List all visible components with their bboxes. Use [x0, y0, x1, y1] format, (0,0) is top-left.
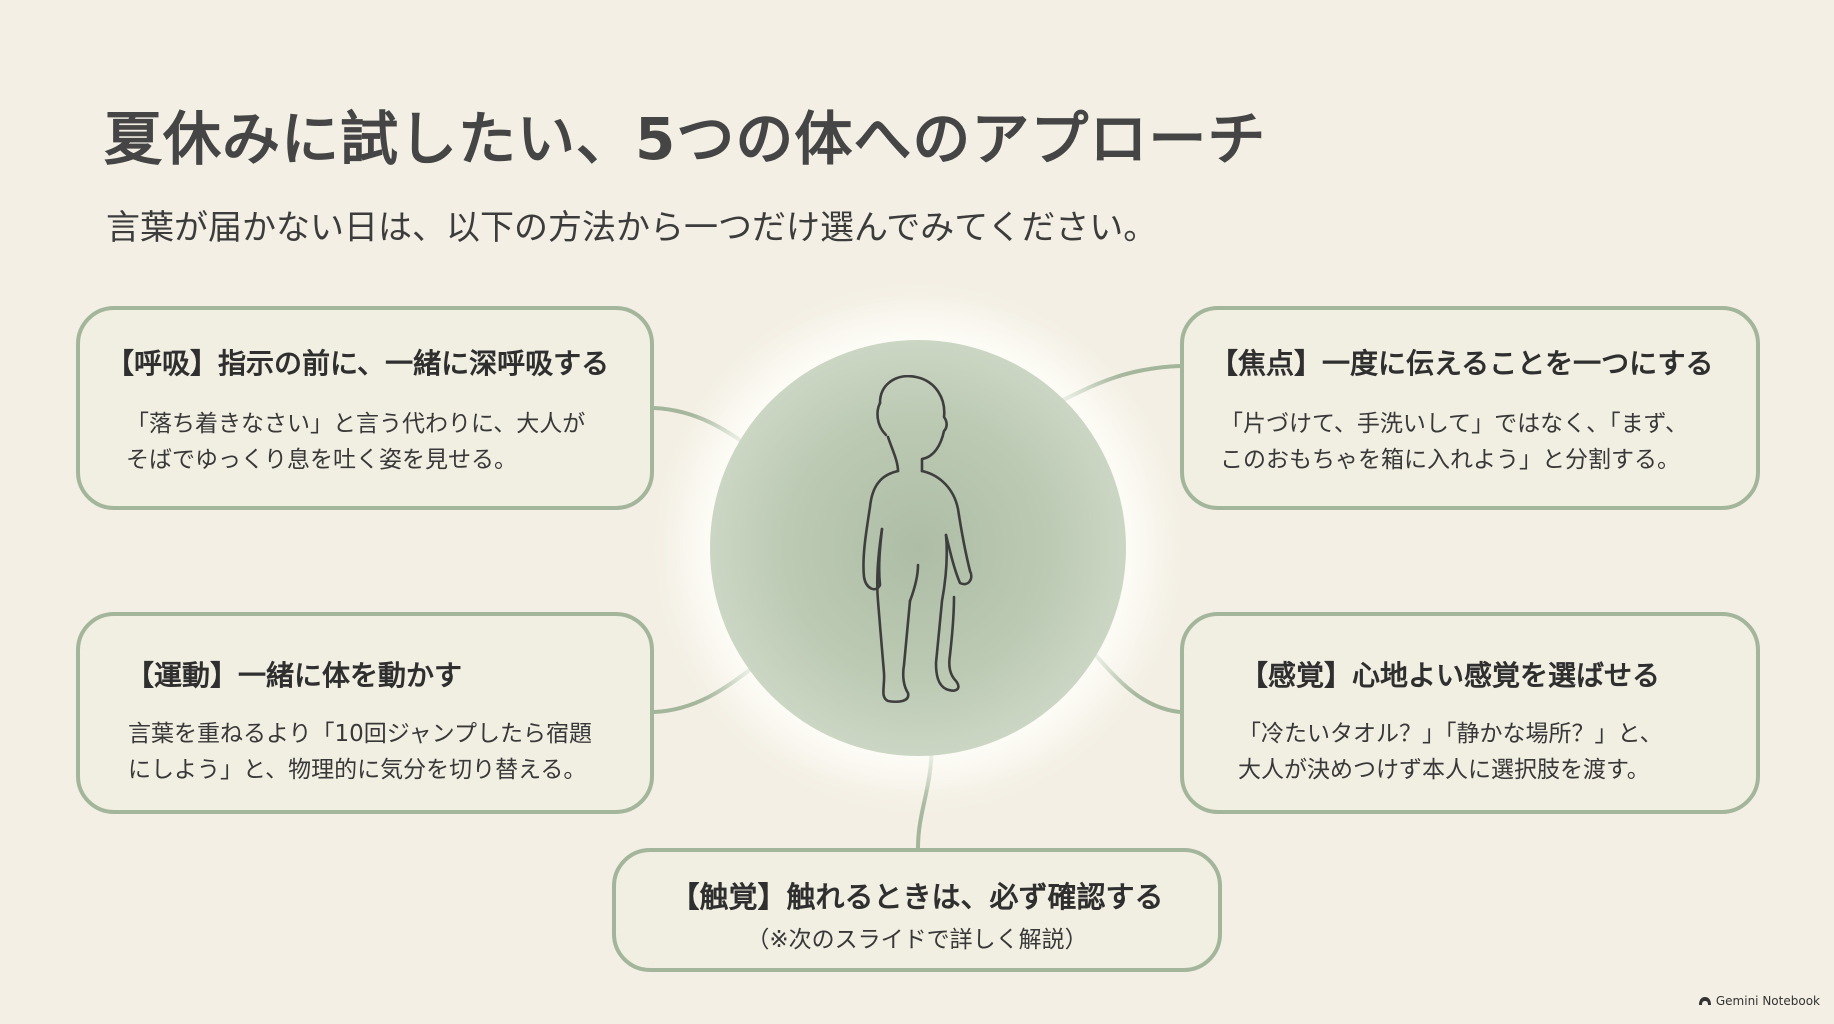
- child-figure-icon: [862, 375, 973, 704]
- card-focus-title: 【焦点】一度に伝えることを一つにする: [1210, 347, 1714, 380]
- page-subtitle: 言葉が届かない日は、以下の方法から一つだけ選んでみてください。: [106, 208, 1158, 248]
- card-focus-line-2: このおもちゃを箱に入れよう」と分割する。: [1220, 447, 1680, 473]
- card-sensation-title: 【感覚】心地よい感覚を選ばせる: [1240, 659, 1661, 692]
- card-touch: 【触覚】触れるときは、必ず確認する （※次のスライドで詳しく解説）: [612, 848, 1222, 972]
- center-circle: [710, 340, 1126, 756]
- card-focus-line-1: 「片づけて、手洗いして」ではなく、「まず、: [1220, 411, 1689, 437]
- card-sensation: 【感覚】心地よい感覚を選ばせる 「冷たいタオル？」「静かな場所？」と、 大人が決…: [1180, 612, 1760, 814]
- card-focus-body: 「片づけて、手洗いして」ではなく、「まず、 このおもちゃを箱に入れよう」と分割す…: [1220, 406, 1688, 478]
- card-sensation-line-1: 「冷たいタオル？」「静かな場所？」と、: [1238, 721, 1663, 747]
- brand-label: Gemini Notebook: [1715, 994, 1820, 1008]
- card-movement-body: 言葉を重ねるより「10回ジャンプしたら宿題 にしよう」と、物理的に気分を切り替え…: [128, 716, 592, 788]
- card-sensation-line-2: 大人が決めつけず本人に選択肢を渡す。: [1238, 757, 1650, 783]
- card-sensation-body: 「冷たいタオル？」「静かな場所？」と、 大人が決めつけず本人に選択肢を渡す。: [1238, 716, 1663, 788]
- card-movement: 【運動】一緒に体を動かす 言葉を重ねるより「10回ジャンプしたら宿題 にしよう」…: [76, 612, 654, 814]
- card-focus: 【焦点】一度に伝えることを一つにする 「片づけて、手洗いして」ではなく、「まず、…: [1180, 306, 1760, 510]
- card-breathing: 【呼吸】指示の前に、一緒に深呼吸する 「落ち着きなさい」と言う代わりに、大人が …: [76, 306, 654, 510]
- card-touch-title: 【触覚】触れるときは、必ず確認する: [670, 880, 1164, 914]
- brand-watermark: Gemini Notebook: [1698, 994, 1820, 1008]
- card-breathing-line-1: 「落ち着きなさい」と言う代わりに、大人が: [126, 411, 586, 437]
- card-movement-line-2: にしよう」と、物理的に気分を切り替える。: [128, 757, 587, 783]
- card-movement-line-1: 言葉を重ねるより「10回ジャンプしたら宿題: [128, 721, 592, 747]
- page-title: 夏休みに試したい、5つの体へのアプローチ: [104, 105, 1267, 173]
- card-touch-note: （※次のスライドで詳しく解説）: [746, 927, 1088, 953]
- card-movement-title: 【運動】一緒に体を動かす: [126, 659, 463, 692]
- notebook-logo-icon: [1698, 997, 1711, 1005]
- card-breathing-title: 【呼吸】指示の前に、一緒に深呼吸する: [106, 347, 610, 380]
- card-breathing-body: 「落ち着きなさい」と言う代わりに、大人が そばでゆっくり息を吐く姿を見せる。: [126, 406, 585, 478]
- card-breathing-line-2: そばでゆっくり息を吐く姿を見せる。: [126, 447, 517, 473]
